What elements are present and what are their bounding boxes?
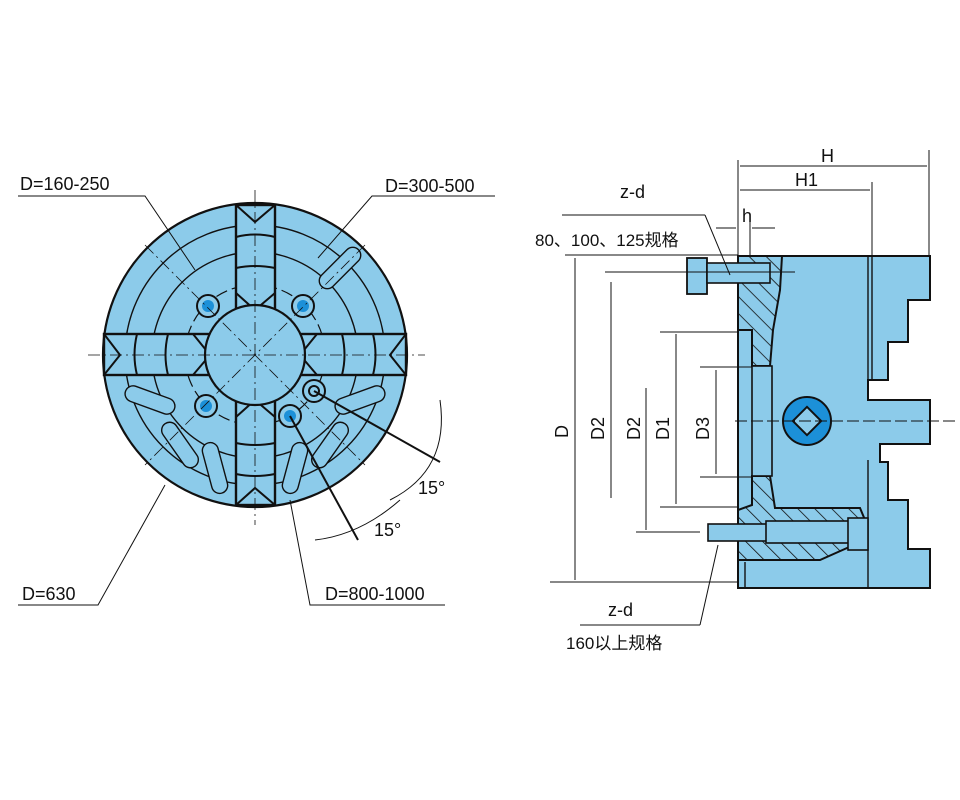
label-D3: D3	[693, 417, 713, 440]
bottom-bolt-body	[765, 520, 857, 544]
centerlines	[88, 190, 425, 525]
angle-arcs	[314, 399, 442, 541]
label-h: h	[742, 206, 752, 226]
label-spec-large: 160以上规格	[566, 634, 662, 653]
label-H: H	[821, 146, 834, 166]
dimension-lines	[550, 150, 958, 626]
label-angle-15-b: 15°	[374, 520, 401, 540]
label-d-160-250: D=160-250	[20, 174, 110, 194]
t-slots	[124, 246, 386, 495]
leader-lines	[18, 195, 495, 606]
label-zd-top: z-d	[620, 182, 645, 202]
label-d-630: D=630	[22, 584, 76, 604]
label-zd-bottom: z-d	[608, 600, 633, 620]
section-view	[686, 255, 931, 589]
top-bolt-shank	[706, 262, 771, 284]
bottom-bolt-shank	[707, 523, 769, 542]
label-d-300-500: D=300-500	[385, 176, 475, 196]
top-bolt-head	[686, 257, 708, 295]
angle-lines	[289, 390, 441, 541]
label-angle-15-a: 15°	[418, 478, 445, 498]
label-D1: D1	[653, 417, 673, 440]
label-H1: H1	[795, 170, 818, 190]
label-d-800-1000: D=800-1000	[325, 584, 425, 604]
label-D2-inner: D2	[624, 417, 644, 440]
front-view	[18, 190, 495, 606]
chuck-body-section	[737, 255, 931, 589]
label-D: D	[552, 425, 572, 438]
bottom-bolt-head	[847, 517, 869, 551]
label-spec-small: 80、100、125规格	[535, 231, 679, 250]
label-D2-outer: D2	[588, 417, 608, 440]
